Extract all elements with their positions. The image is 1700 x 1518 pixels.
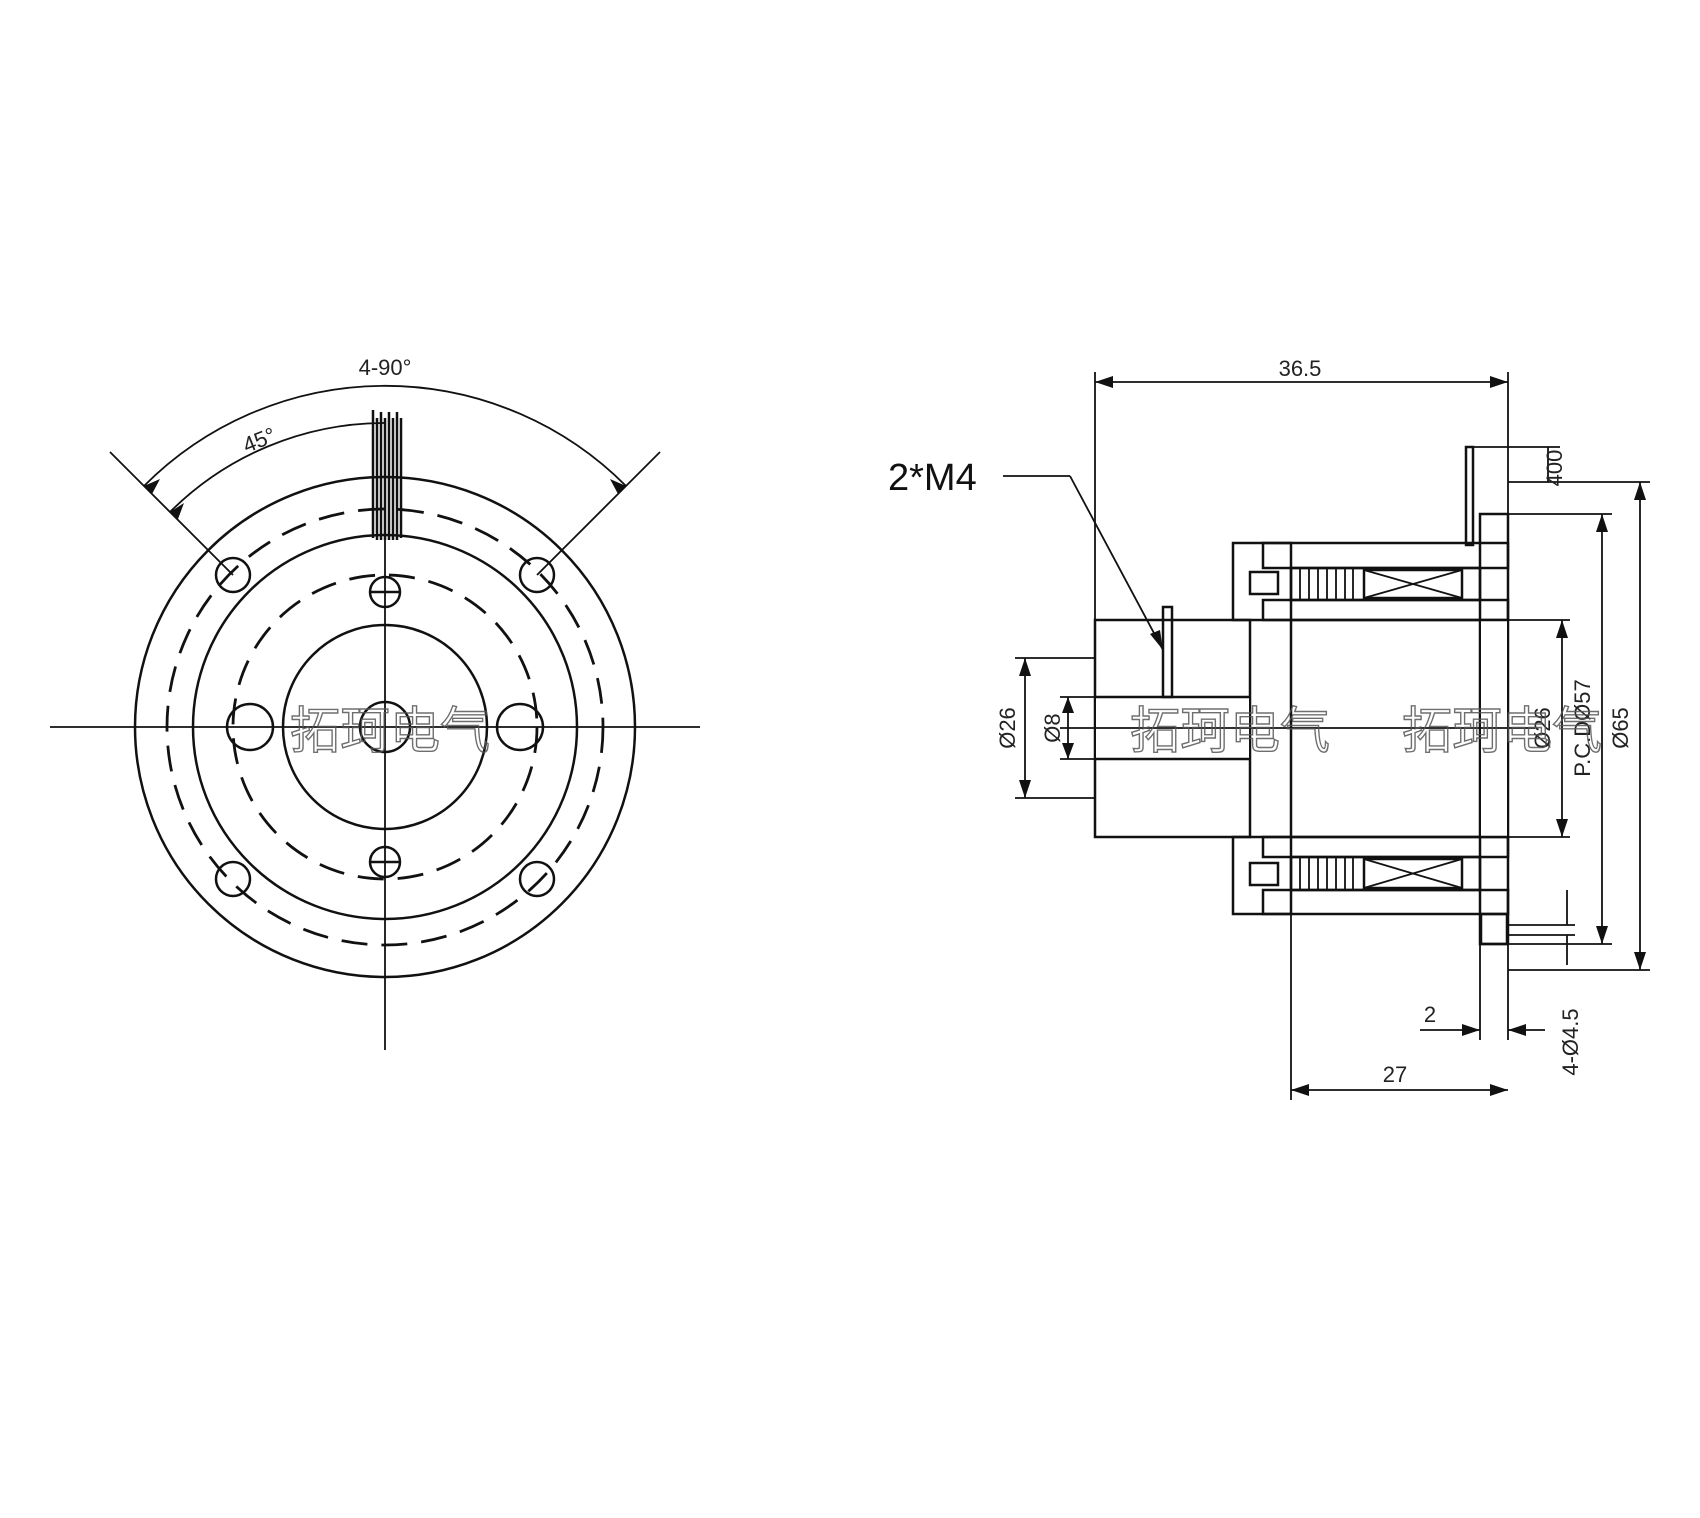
- bore-circle: [358, 700, 412, 754]
- mount-hole-top-right: [518, 556, 556, 594]
- angle-total-label: 4-90°: [359, 355, 412, 380]
- watermark-side-1: 拓珂电气: [1130, 702, 1330, 760]
- side-hole-right: [495, 702, 545, 752]
- angle-offset-label: 45°: [239, 422, 279, 458]
- bolt-circle: [165, 507, 605, 947]
- housing-top-wall: [1261, 541, 1510, 570]
- dim-mount-holes: 4-Ø4.5: [1558, 1008, 1583, 1075]
- dim-shaft-diameter: Ø26: [995, 707, 1020, 749]
- angle-leader-left: [109, 451, 234, 576]
- housing-inner-top: [1261, 598, 1510, 622]
- dim-wire-length: 400: [1542, 450, 1567, 487]
- set-screw-top: [1248, 570, 1280, 596]
- angle-arc-45: [169, 422, 386, 513]
- inner-dashed-circle: [231, 573, 539, 881]
- set-screw-bottom: [1248, 861, 1280, 887]
- side-view: 36.5 2*M4 400 Ø26 Ø8 Ø26: [888, 356, 1650, 1100]
- angle-arc-90: [143, 385, 627, 487]
- mount-hole-bottom-left: [214, 860, 252, 898]
- watermark-front: 拓珂电气: [290, 702, 490, 760]
- m4-screw: [1161, 605, 1174, 699]
- mount-hole-bottom-right: [518, 860, 556, 898]
- arc-90-arrow-right: [610, 479, 626, 494]
- dim-flange-diameter: Ø65: [1608, 707, 1633, 749]
- dim-flange-offset: 2: [1424, 1002, 1436, 1027]
- wire-exit: [1464, 445, 1475, 547]
- flange-hole: [1479, 912, 1509, 946]
- dim-bore-diameter: Ø8: [1040, 713, 1065, 742]
- housing-inner-bottom: [1261, 835, 1510, 859]
- dim-inner-bore: Ø26: [1530, 707, 1555, 749]
- thread-callout-label: 2*M4: [888, 457, 977, 499]
- dim-overall-length: 36.5: [1279, 356, 1322, 381]
- front-view: 4-90° 45° 拓珂电气: [50, 355, 700, 1050]
- arc-45-arrow: [170, 503, 184, 519]
- thread-leader-diagonal: [1069, 475, 1164, 651]
- wire-bundle: [371, 410, 403, 540]
- dim-pcd: P.C.DØ57: [1570, 679, 1595, 776]
- brush-stack-top: [1290, 567, 1464, 601]
- dim-body-length: 27: [1383, 1062, 1407, 1087]
- side-hole-left: [225, 702, 275, 752]
- housing-bottom-wall: [1261, 888, 1510, 916]
- hub-circle: [281, 623, 489, 831]
- watermark-side-2: 拓珂电气: [1402, 702, 1602, 760]
- arc-90-arrow-left: [144, 479, 160, 494]
- angle-leader-right: [536, 451, 661, 576]
- brush-stack-bottom: [1290, 856, 1464, 891]
- mount-hole-top-left: [214, 556, 252, 594]
